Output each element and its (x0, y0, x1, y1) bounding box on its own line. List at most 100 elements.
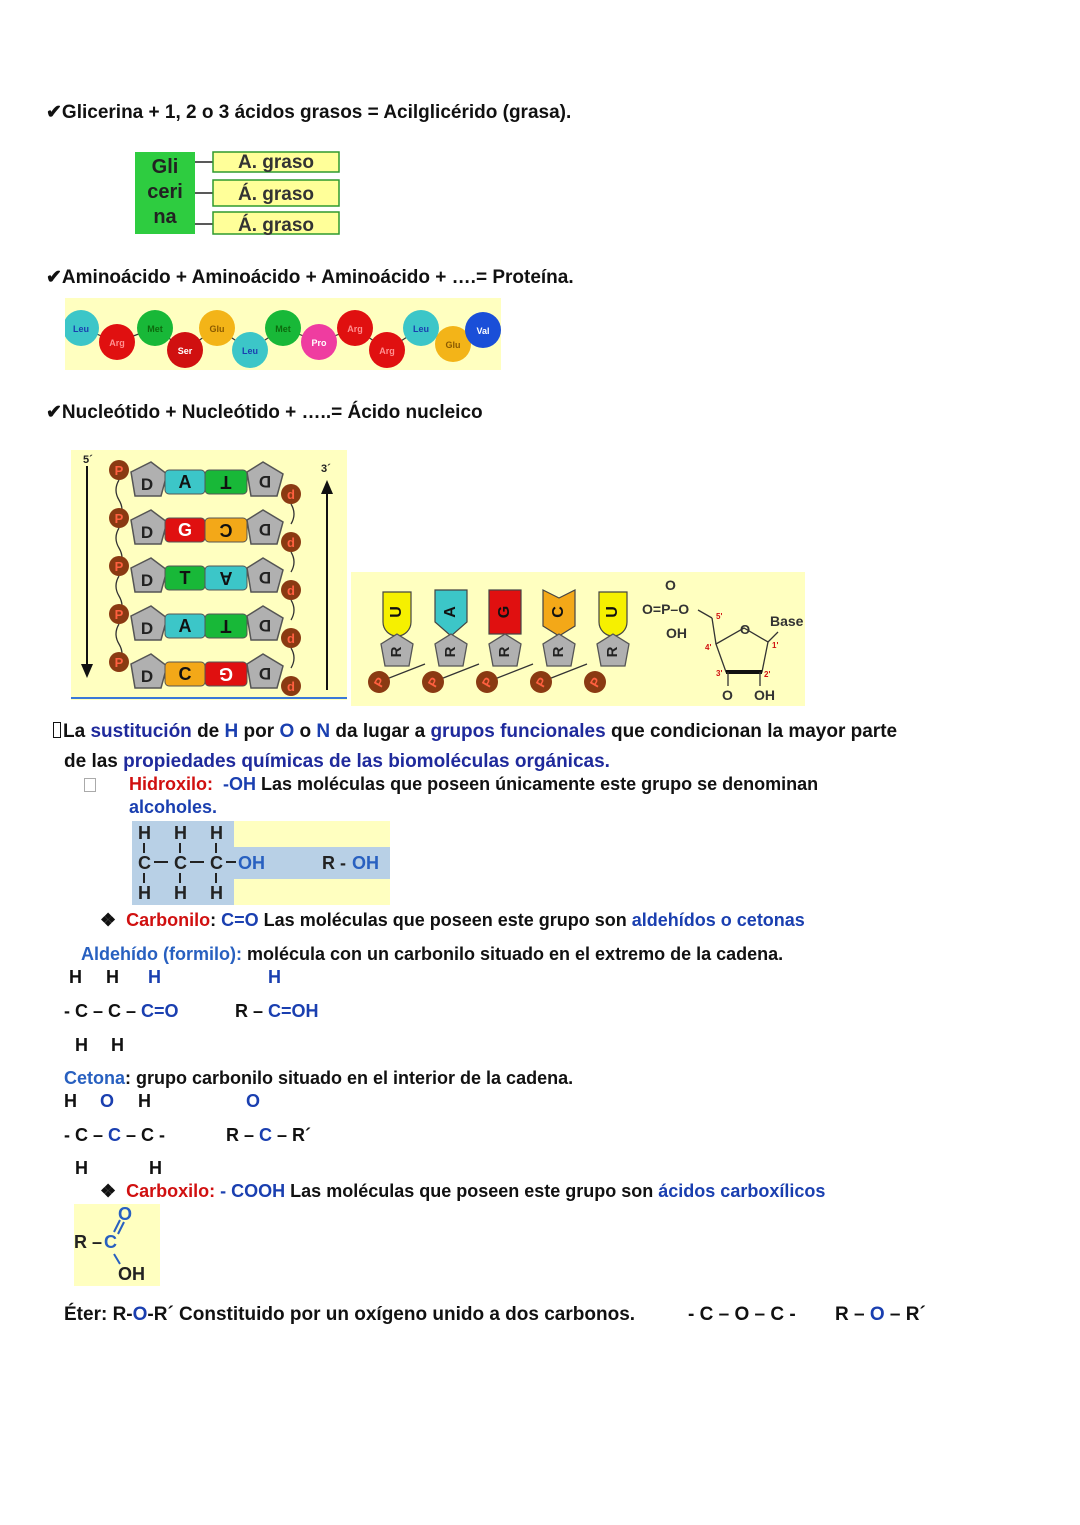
ribose-pentagon (488, 633, 522, 667)
glycerol-line-1: Gli (152, 156, 179, 178)
rna-base-label: A (442, 606, 459, 618)
alcohol-oh: OH (238, 853, 265, 873)
glycerol-line-3: na (153, 206, 177, 228)
svg-text:d: d (287, 679, 295, 694)
base-shape (488, 589, 522, 635)
svg-text:R: R (388, 646, 405, 657)
ether-chain: - C – O – C - (688, 1304, 796, 1325)
keyword-sustitucion: sustitución (90, 721, 192, 742)
amino-acid-label: Arg (347, 324, 363, 334)
amino-acid-bead: Met (265, 310, 301, 346)
svg-text:R –: R – (74, 1232, 102, 1252)
sugar-pentagon (130, 557, 168, 593)
ring-o-label: O (740, 622, 750, 637)
ketone-chain: - C – C – C - (64, 1125, 166, 1145)
diamond-bullet-icon: ❖ (100, 910, 117, 930)
rna-base-label: G (496, 606, 513, 618)
ether-line: Éter: R-O-R´ Constituido por un oxígeno … (64, 1304, 636, 1325)
base-left-label: A (179, 616, 192, 636)
amino-acid-label: Leu (73, 324, 89, 334)
svg-text:D: D (141, 619, 153, 638)
intro-line-2: de las propiedades químicas de las biomo… (64, 751, 610, 772)
oh2-label: OH (754, 687, 775, 703)
protein-heading: ✔Aminoácido + Aminoácido + Aminoácido + … (46, 266, 574, 289)
base-right-label: T (221, 616, 232, 636)
ketone-r-formula: R – C – R´ (226, 1125, 312, 1145)
keyword-grupos-funcionales: grupos funcionales (430, 721, 606, 742)
sugar-pentagon (130, 605, 168, 641)
sugar-pentagon (246, 509, 284, 545)
amino-acid-bead: Pro (301, 324, 337, 360)
svg-text:d: d (287, 535, 295, 550)
base-label: Base (770, 613, 804, 629)
phosphate-circle (476, 671, 498, 693)
alcohol-structure: H H H C C C H H H R - OH OH (132, 821, 390, 905)
svg-text:-: - (340, 853, 346, 873)
carboxyl-name: Carboxilo: (126, 1181, 216, 1201)
intro-line-1: La sustitución de H por O o N da lugar a… (53, 721, 897, 743)
amino-acid-label: Met (147, 324, 163, 334)
phosphate-circle (109, 556, 129, 576)
sugar-pentagon (246, 557, 284, 593)
base-right (204, 613, 248, 639)
base-left-label: C (179, 664, 192, 684)
svg-text:C: C (210, 853, 223, 873)
svg-text:P: P (115, 607, 124, 622)
protein-text: Aminoácido + Aminoácido + Aminoácido + …… (61, 267, 574, 288)
c1-label: 1' (772, 641, 778, 650)
svg-text:D: D (141, 475, 153, 494)
phosphate-circle (281, 532, 301, 552)
ribose-pentagon (542, 633, 576, 667)
phosphate-circle (281, 580, 301, 600)
svg-text:H: H (174, 823, 187, 843)
sugar-pentagon (130, 653, 168, 689)
diamond-bullet-icon: ❖ (100, 1181, 117, 1201)
amino-acid-bead: Arg (337, 310, 373, 346)
phosphate-circle (530, 671, 552, 693)
base-left-label: A (179, 472, 192, 492)
carbonyl-formula: C=O (221, 910, 259, 930)
c5-label: 5' (716, 612, 722, 621)
nucleotide-structure: O O=P–O OH 5' O 4' 3' 2' 1' Base O OH (642, 577, 804, 703)
aldehyde-name: Aldehído (formilo): (81, 944, 242, 964)
ribose-pentagon (434, 633, 468, 667)
phosphate-oh-label: OH (666, 625, 687, 641)
svg-text:P: P (115, 655, 124, 670)
fatty-acid-box-3 (212, 211, 340, 235)
phosphate-o-label: O (665, 577, 676, 593)
svg-text:H: H (210, 823, 223, 843)
base-shape (434, 589, 468, 637)
amino-acid-label: Pro (311, 338, 327, 348)
amino-acid-label: Ser (178, 346, 193, 356)
c3-label: 3' (716, 669, 722, 678)
glycerol-line-2: ceri (147, 181, 183, 203)
amino-acid-label: Arg (379, 346, 395, 356)
rna-nucleotide: CRP (530, 589, 588, 693)
ketone-line: Cetona: grupo carbonilo situado en el in… (64, 1068, 574, 1088)
nucleic-heading: ✔Nucleótido + Nucleótido + …..= Ácido nu… (46, 401, 483, 424)
svg-text:D: D (259, 616, 271, 635)
fatty-acid-label-1: A. graso (238, 152, 314, 173)
carboxyl-line: ❖ Carboxilo: - COOH Las moléculas que po… (100, 1181, 826, 1201)
phosphate-label: O=P–O (642, 601, 689, 617)
down-arrow-icon (81, 664, 93, 678)
rna-nucleotide: GRP (476, 589, 534, 693)
amino-acid-bead: Leu (403, 310, 439, 346)
check-icon: ✔ (46, 402, 62, 423)
five-prime-label: 5´ (83, 454, 93, 466)
svg-text:D: D (141, 571, 153, 590)
base-right-label: G (219, 664, 233, 684)
phosphate-circle (281, 676, 301, 696)
svg-text:R: R (550, 646, 567, 657)
amino-acid-bead: Ser (167, 332, 203, 368)
svg-text:D: D (259, 472, 271, 491)
fatty-acid-box-2 (212, 179, 340, 207)
sugar-pentagon (130, 461, 168, 497)
o3-label: O (722, 687, 733, 703)
glycerol-diagram: Gli ceri na A. graso Á. graso Á. graso (135, 151, 340, 236)
